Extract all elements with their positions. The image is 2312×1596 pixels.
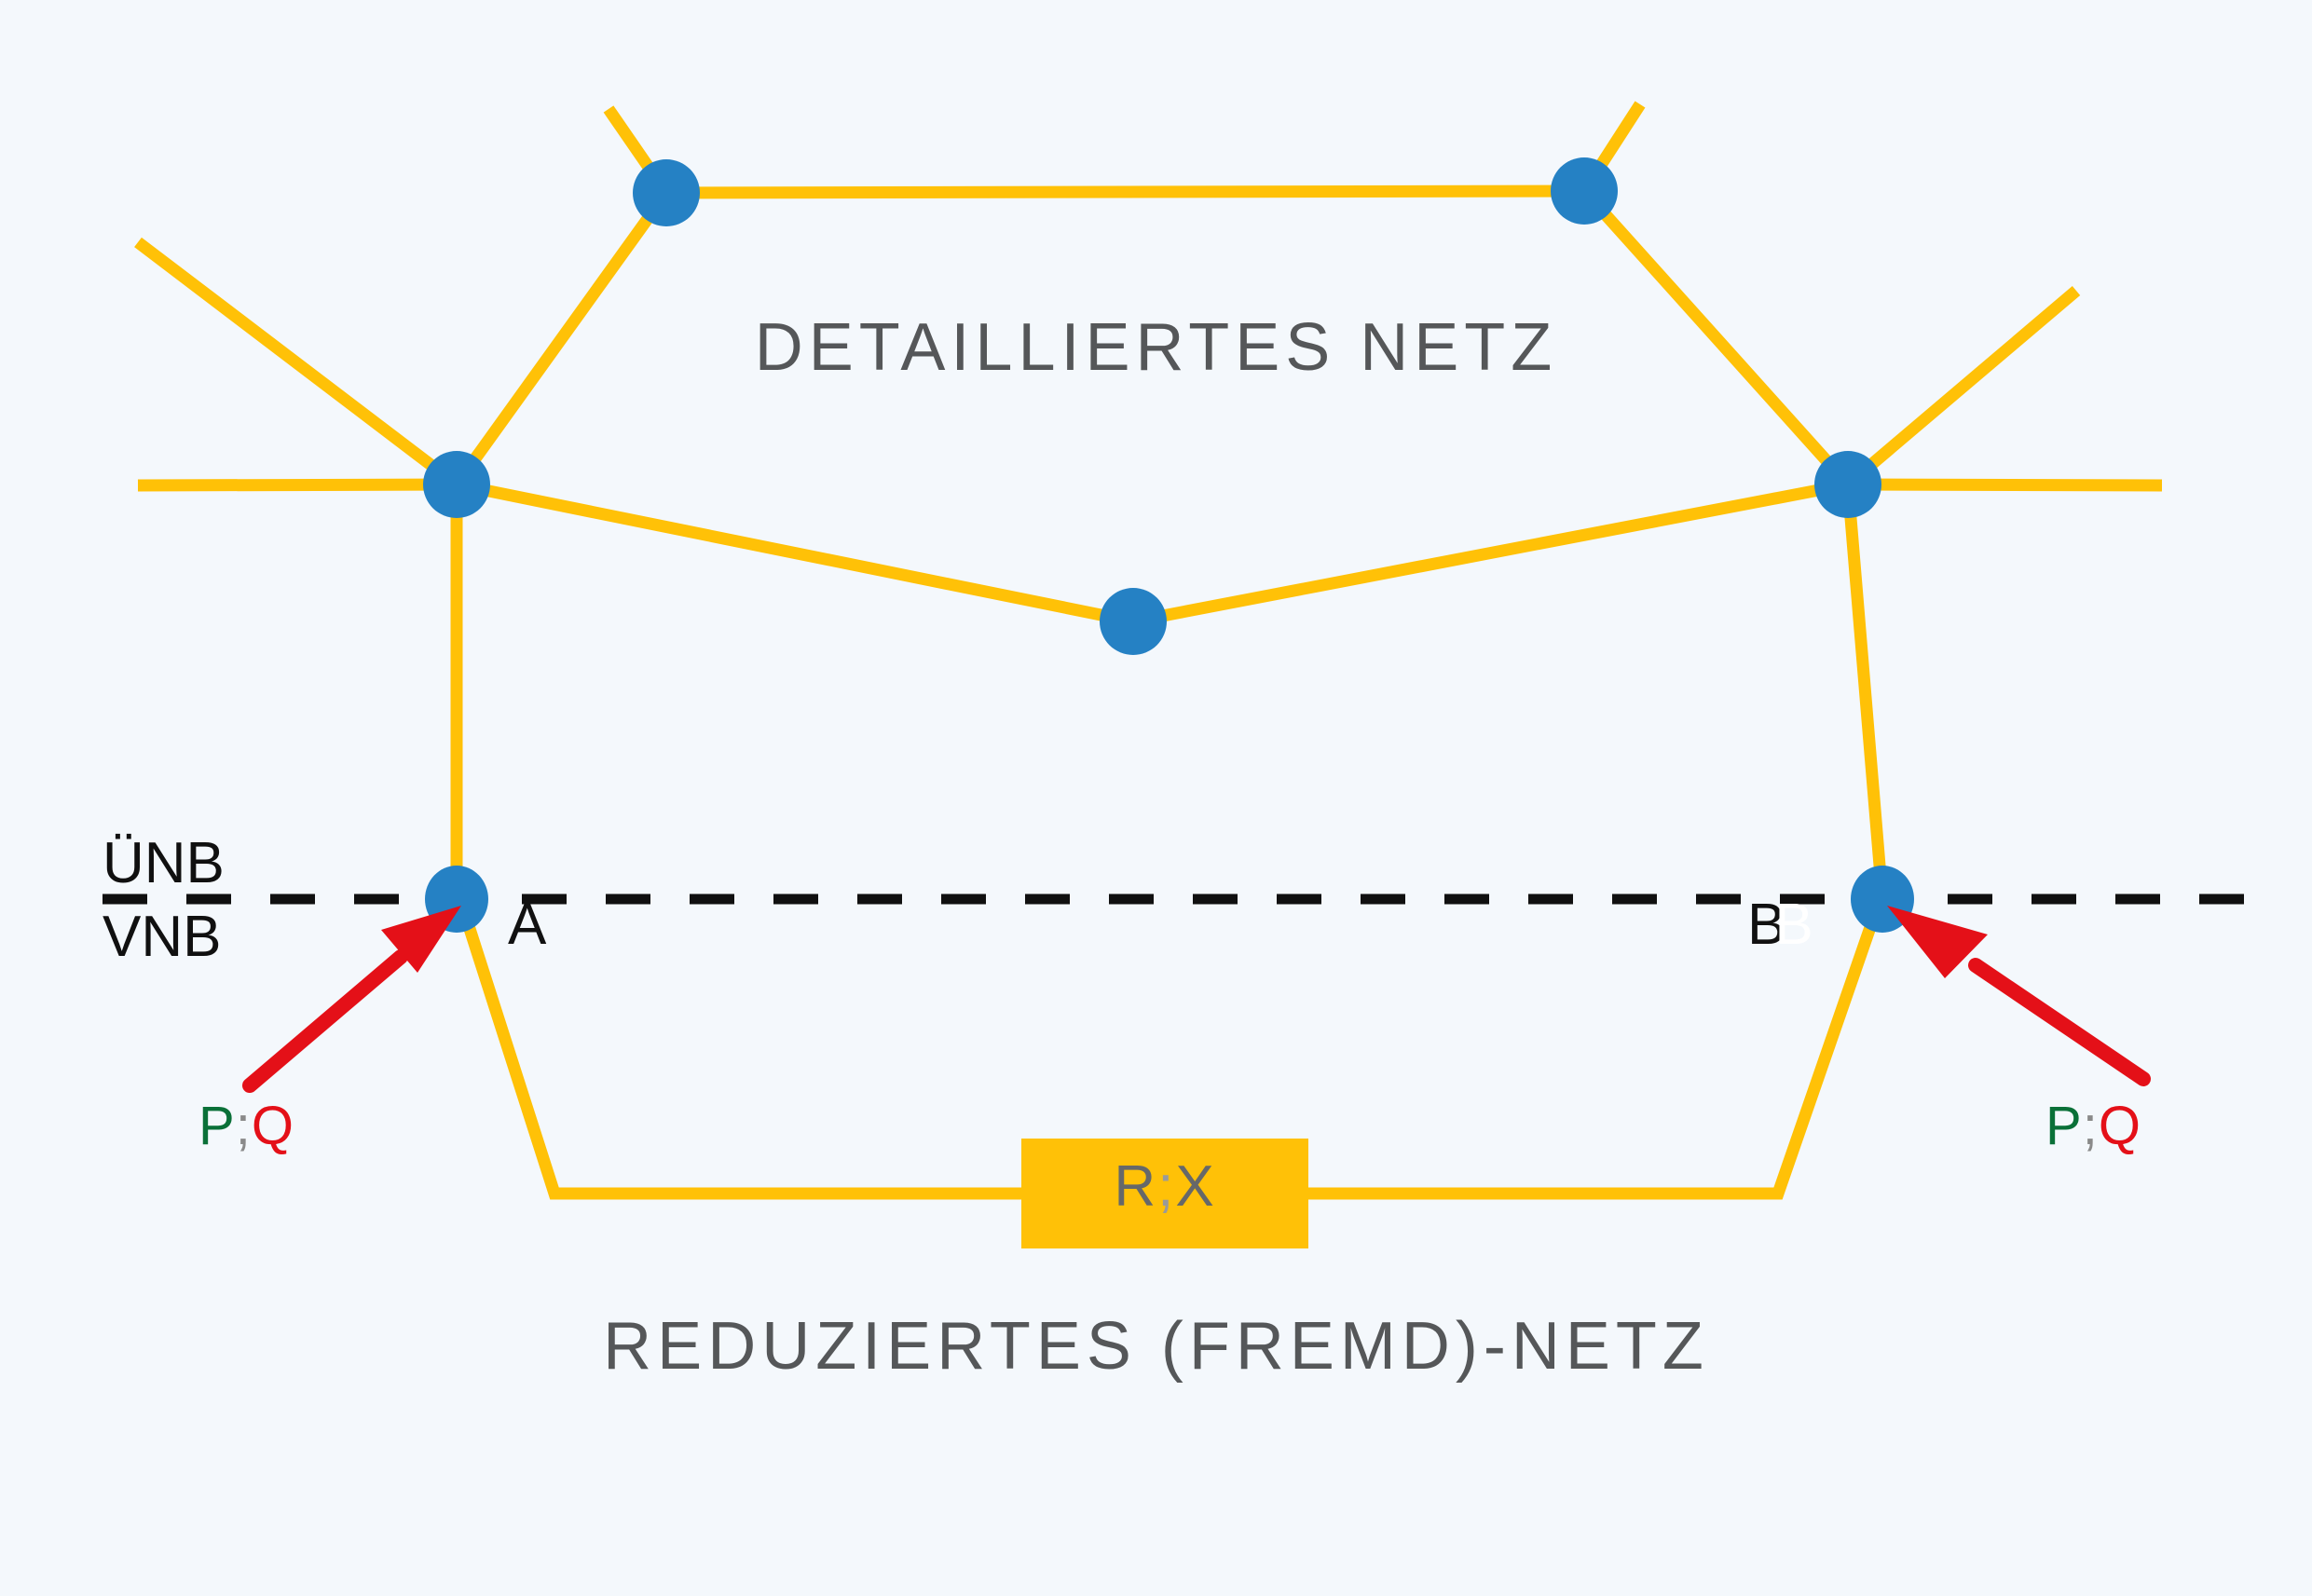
arrow-pq-right xyxy=(1887,906,2151,1086)
edge-n4-stub-right xyxy=(1847,478,2163,492)
rx-impedance-block xyxy=(1021,1139,1308,1248)
separator-glyph: ; xyxy=(1157,1154,1176,1219)
edge-n4-n5 xyxy=(1131,478,1850,628)
node-label-b-text: B xyxy=(1747,893,1786,957)
reactive-power-symbol: Q xyxy=(251,1096,294,1156)
edge-n3-n5 xyxy=(455,478,1135,628)
detailed-network-title: DETAILLIERTES NETZ xyxy=(754,310,1558,385)
node-label-a: A xyxy=(508,893,547,957)
path-a-to-rx xyxy=(457,907,1021,1200)
edge-n3-stub-upleft xyxy=(134,237,460,490)
edge-n4-b xyxy=(1841,484,1889,900)
separator-glyph: ; xyxy=(2082,1096,2099,1156)
measurement-label-right: P;Q xyxy=(2045,1099,2141,1153)
reduced-network-path xyxy=(457,906,1883,1200)
node-label-b-ghost: B xyxy=(1774,893,1813,957)
node-label-b: BB xyxy=(1747,896,1813,954)
active-power-symbol: P xyxy=(2045,1096,2083,1156)
edge-n1-n3 xyxy=(451,189,672,488)
node-n3[interactable] xyxy=(423,451,490,518)
node-n4[interactable] xyxy=(1814,451,1881,518)
edge-n1-n2 xyxy=(665,184,1585,199)
node-n2[interactable] xyxy=(1551,157,1618,225)
path-rx-to-b xyxy=(1308,906,1883,1200)
separator-glyph: ; xyxy=(235,1096,252,1156)
node-n1[interactable] xyxy=(633,159,700,226)
edge-n2-n4 xyxy=(1580,186,1853,489)
measurement-arrows xyxy=(242,906,2151,1093)
edge-n3-stub-left xyxy=(137,478,458,492)
reactive-power-symbol: Q xyxy=(2098,1096,2141,1156)
detailed-network-edges xyxy=(134,101,2163,900)
node-n5[interactable] xyxy=(1100,588,1167,655)
rx-block-label: R;X xyxy=(1030,1153,1300,1220)
boundary-label-vnb: VNB xyxy=(103,905,222,969)
measurement-label-left: P;Q xyxy=(198,1099,294,1153)
edge-n4-stub-upright xyxy=(1843,286,2081,489)
network-nodes xyxy=(423,157,1881,655)
arrow-pq-left xyxy=(242,906,461,1093)
reduced-network-title: REDUZIERTES (FREMD)-NETZ xyxy=(603,1309,1709,1384)
boundary-label-uenb: ÜNB xyxy=(103,831,225,895)
resistance-symbol: R xyxy=(1114,1154,1158,1219)
active-power-symbol: P xyxy=(198,1096,236,1156)
reactance-symbol: X xyxy=(1175,1154,1216,1219)
